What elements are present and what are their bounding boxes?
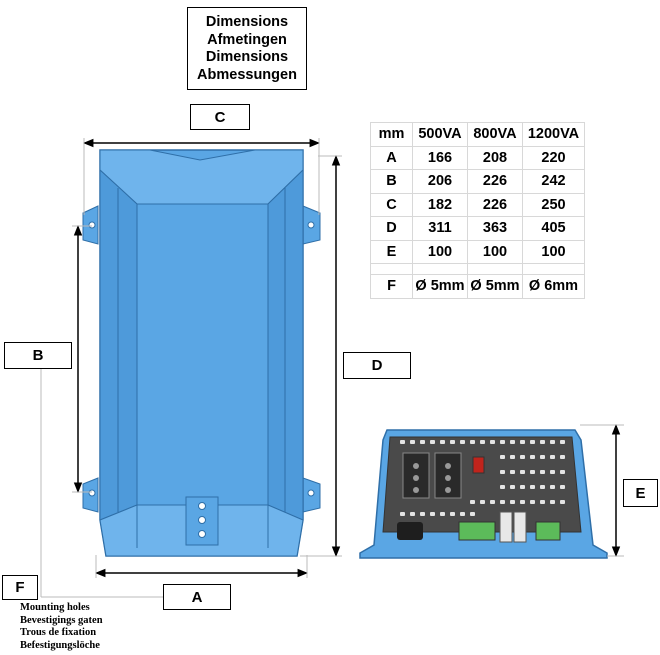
label-a: A xyxy=(191,588,203,606)
table-cell: D xyxy=(370,216,413,241)
table-cell: 250 xyxy=(522,192,585,217)
table-cell: 363 xyxy=(467,216,523,241)
label-f: F xyxy=(15,579,25,596)
title-line-4: Abmessungen xyxy=(197,66,297,83)
table-cell: B xyxy=(370,169,413,194)
label-d-box: D xyxy=(343,352,411,379)
label-f-box: F xyxy=(2,575,38,600)
label-b: B xyxy=(32,347,44,364)
table-cell xyxy=(370,263,413,275)
note-line-2: Bevestigings gaten xyxy=(20,614,103,626)
table-cell: 100 xyxy=(412,239,468,264)
label-d: D xyxy=(371,357,383,374)
table-cell: 220 xyxy=(522,145,585,170)
table-cell: 242 xyxy=(522,169,585,194)
table-header-cell: mm xyxy=(370,122,413,147)
table-cell: Ø 6mm xyxy=(522,274,585,299)
table-cell xyxy=(467,263,523,275)
table-cell: 226 xyxy=(467,192,523,217)
inverter-side-view xyxy=(359,429,608,559)
table-header-cell: 1200VA xyxy=(522,122,585,147)
table-cell: A xyxy=(370,145,413,170)
label-b-box: B xyxy=(4,342,72,369)
note-line-3: Trous de fixation xyxy=(20,627,97,638)
title-line-3: Dimensions xyxy=(205,49,289,65)
label-e: E xyxy=(635,484,646,502)
table-cell: 405 xyxy=(522,216,585,241)
table-cell: 208 xyxy=(467,145,523,170)
table-row: B 206 226 242 xyxy=(370,169,585,194)
table-cell: 166 xyxy=(412,145,468,170)
table-cell: 100 xyxy=(522,239,585,264)
label-c: C xyxy=(214,108,226,126)
table-row: A 166 208 220 xyxy=(370,145,585,170)
table-cell: C xyxy=(370,192,413,217)
note-line-1: Mounting holes xyxy=(20,602,90,613)
table-cell: F xyxy=(370,274,413,299)
table-header-cell: 800VA xyxy=(467,122,523,147)
table-header-cell: 500VA xyxy=(412,122,468,147)
note-line-4: Befestigungslöche xyxy=(20,639,100,651)
table-row: F Ø 5mm Ø 5mm Ø 6mm xyxy=(370,274,585,299)
title-line-1: Dimensions xyxy=(205,14,289,30)
title-line-2: Afmetingen xyxy=(207,31,287,48)
table-spacer-row xyxy=(370,263,585,275)
table-cell: 206 xyxy=(412,169,468,194)
table-cell: Ø 5mm xyxy=(412,274,468,299)
inverter-front-view xyxy=(82,149,321,557)
mounting-holes-note: Mounting holes Bevestigings gaten Trous … xyxy=(20,602,103,652)
table-cell xyxy=(412,263,468,275)
table-row: D 311 363 405 xyxy=(370,216,585,241)
table-cell: 100 xyxy=(467,239,523,264)
label-a-box: A xyxy=(163,584,231,610)
table-row: C 182 226 250 xyxy=(370,192,585,217)
table-cell xyxy=(522,263,585,275)
table-cell: Ø 5mm xyxy=(467,274,523,299)
table-cell: 226 xyxy=(467,169,523,194)
dimensions-table: mm 500VA 800VA 1200VA A 166 208 220 B 20… xyxy=(370,122,585,299)
table-header-row: mm 500VA 800VA 1200VA xyxy=(370,122,585,147)
table-cell: 182 xyxy=(412,192,468,217)
table-cell: 311 xyxy=(412,216,468,241)
table-row: E 100 100 100 xyxy=(370,239,585,264)
title-box: Dimensions Afmetingen Dimensions Abmessu… xyxy=(187,7,307,90)
label-c-box: C xyxy=(190,104,250,130)
table-cell: E xyxy=(370,239,413,264)
label-e-box: E xyxy=(623,479,658,507)
